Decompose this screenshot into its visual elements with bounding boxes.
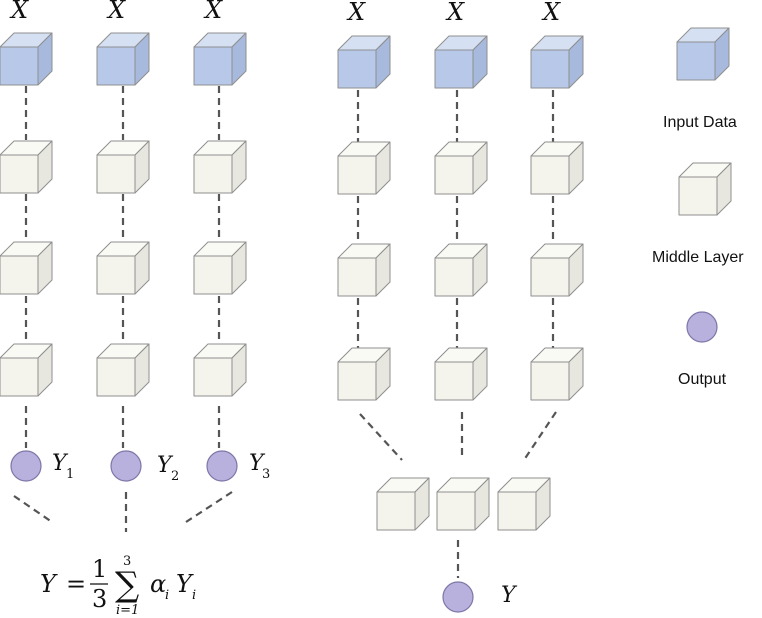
middle-layer-cube (530, 141, 584, 195)
legend-input-label: Input Data (663, 114, 737, 131)
sum-upper-limit: 3 (123, 554, 131, 569)
output-node-y (442, 581, 474, 613)
middle-layer-cube (434, 141, 488, 195)
input-data-cube (337, 35, 391, 89)
aggregation-equation: Y = 1 3 3 ∑ i=1 α i Y i (40, 554, 196, 618)
input-label: X (541, 0, 561, 26)
alpha-subscript: i (165, 588, 169, 603)
legend-input-swatch (676, 27, 730, 81)
connector (359, 413, 403, 461)
middle-layer-cube (193, 241, 247, 295)
input-label: X (9, 0, 29, 24)
equation-y: Y (176, 570, 194, 598)
sum-symbol: ∑ (115, 565, 139, 605)
middle-layer-cube (0, 140, 53, 194)
middle-layer-cube (337, 141, 391, 195)
input-data-cube (0, 32, 53, 86)
input-label: X (346, 0, 366, 26)
equation-alpha: α (150, 570, 166, 598)
output-label-y3-subscript: 3 (262, 467, 270, 482)
output-nodes (10, 311, 718, 613)
legend-output-swatch (686, 311, 718, 343)
output-label-y1: Y (52, 451, 69, 476)
middle-layer-cube (193, 140, 247, 194)
middle-layer-cube (434, 347, 488, 401)
input-label: X (106, 0, 126, 24)
connector (523, 411, 557, 461)
output-label-y3: Y (249, 451, 266, 476)
legend-output-label: Output (678, 371, 727, 388)
middle-layer-cube (337, 243, 391, 297)
connector (13, 495, 53, 523)
equation-numerator: 1 (92, 555, 107, 583)
output-node-y1 (10, 450, 42, 482)
middle-layer-cube (530, 347, 584, 401)
input-label: X (445, 0, 465, 26)
middle-layer-cube (0, 241, 53, 295)
merged-layer-cube (376, 477, 430, 531)
equation-lhs: Y (40, 570, 58, 598)
cubes (0, 27, 732, 531)
middle-layer-cube (96, 241, 150, 295)
output-label-y: Y (501, 583, 518, 608)
equation-equals: = (66, 570, 86, 598)
input-labels: X X X X X X (9, 0, 561, 26)
input-data-cube (193, 32, 247, 86)
output-labels: Y 1 Y 2 Y 3 Y (52, 451, 518, 608)
legend-middle-swatch (678, 162, 732, 216)
output-label-y2-subscript: 2 (171, 469, 179, 484)
legend: Input Data Middle Layer Output (652, 114, 744, 388)
connector (185, 491, 233, 523)
middle-layer-cube (96, 140, 150, 194)
input-data-cube (434, 35, 488, 89)
middle-layer-cube (193, 343, 247, 397)
output-node-y2 (110, 450, 142, 482)
middle-layer-cube (337, 347, 391, 401)
middle-layer-cube (530, 243, 584, 297)
middle-layer-cube (434, 243, 488, 297)
merged-layer-cube (436, 477, 490, 531)
merged-layer-cube (497, 477, 551, 531)
legend-middle-label: Middle Layer (652, 249, 744, 266)
output-label-y2: Y (157, 453, 174, 478)
sum-lower-limit: i=1 (116, 603, 139, 618)
y-subscript: i (192, 588, 196, 603)
middle-layer-cube (96, 343, 150, 397)
input-data-cube (530, 35, 584, 89)
input-label: X (203, 0, 223, 24)
connectors (13, 86, 557, 578)
output-label-y1-subscript: 1 (66, 467, 74, 482)
output-node-y3 (206, 450, 238, 482)
input-data-cube (96, 32, 150, 86)
equation-denominator: 3 (92, 585, 107, 613)
middle-layer-cube (0, 343, 53, 397)
